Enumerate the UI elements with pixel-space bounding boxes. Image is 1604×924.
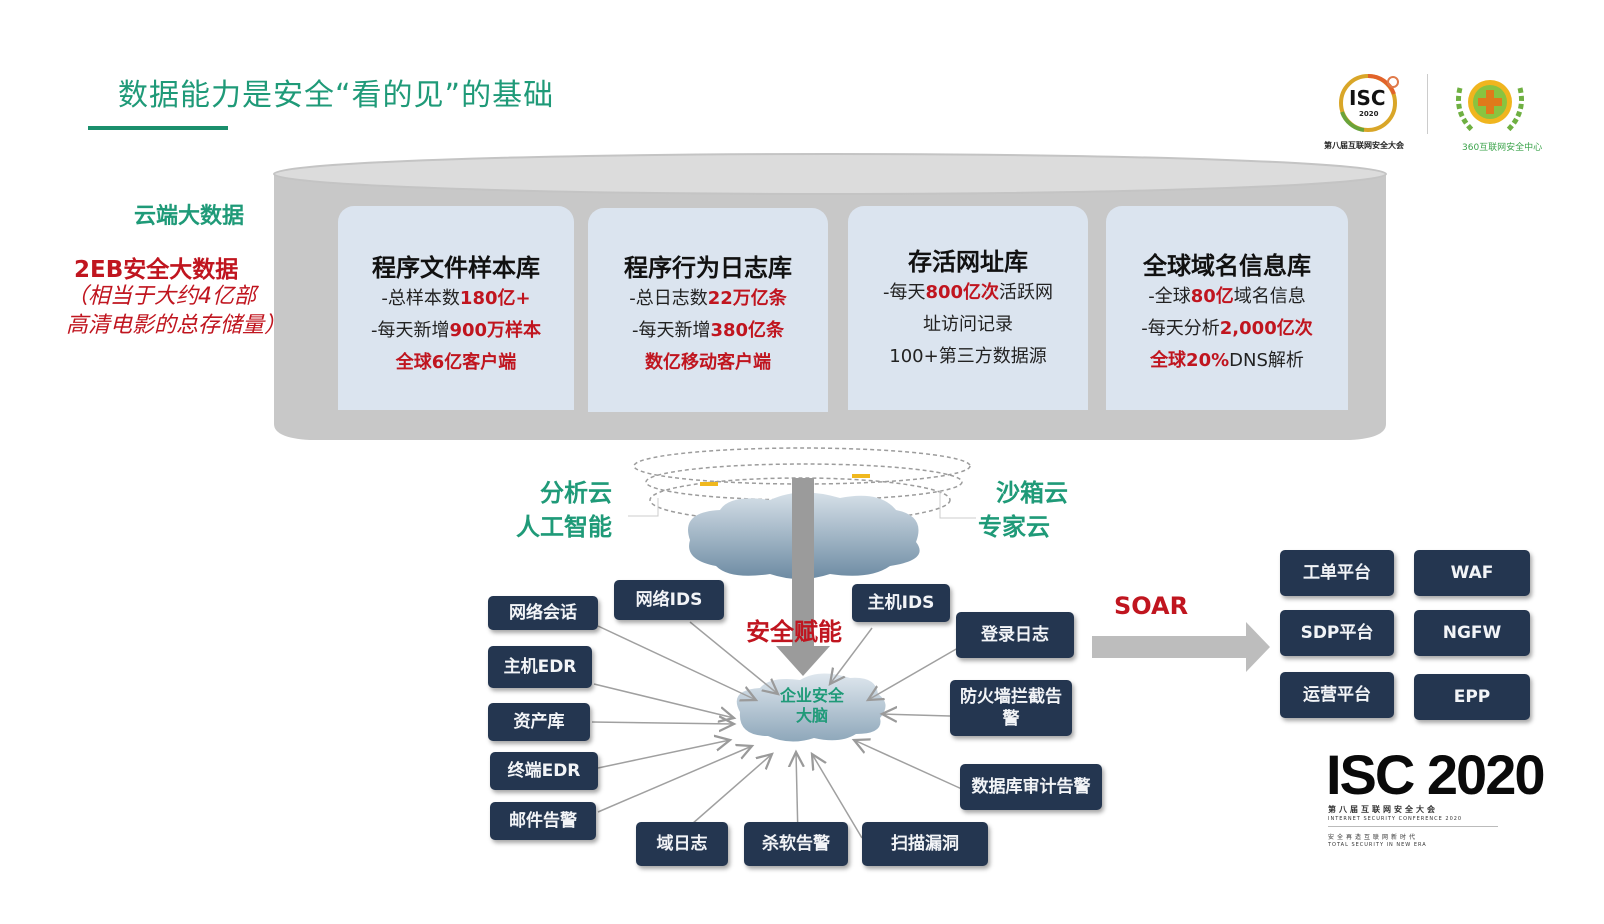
db-line: -每天新增900万样本: [370, 320, 542, 341]
db-card-title: 程序文件样本库: [372, 254, 540, 282]
source-av-alert[interactable]: 杀软告警: [744, 822, 848, 866]
target-ticket-platform[interactable]: 工单平台: [1280, 550, 1394, 596]
isc-logo: ISC 2020: [1334, 72, 1404, 142]
source-vuln-scan[interactable]: 扫描漏洞: [862, 822, 988, 866]
big-data-note: （相当于大约4亿部高清电影的总存储量）: [66, 284, 287, 338]
db-line: -每天新增380亿条: [631, 320, 785, 341]
db-line: 数亿移动客户端: [645, 352, 771, 373]
isc-sub-en: INTERNET SECURITY CONFERENCE 2020: [1328, 816, 1463, 822]
db-line: -每天800亿次活跃网: [882, 282, 1054, 303]
db-line: -全球80亿域名信息: [1148, 286, 1306, 307]
source-login-log[interactable]: 登录日志: [956, 612, 1074, 658]
360-shield-icon: [1450, 68, 1530, 144]
db-card-sample: 程序文件样本库 -总样本数180亿+ -每天新增900万样本 全球6亿客户端: [338, 206, 574, 410]
db-card-title: 存活网址库: [908, 248, 1028, 276]
isc-sub-slogan-en: TOTAL SECURITY IN NEW ERA: [1328, 842, 1427, 848]
db-line: 全球20%DNS解析: [1150, 350, 1304, 371]
expert-cloud-label: 专家云: [978, 513, 1050, 541]
source-endpoint-edr[interactable]: 终端EDR: [490, 752, 598, 790]
big-data-headline: 2EB安全大数据: [74, 257, 239, 283]
security-brain-label: 企业安全 大脑: [752, 686, 872, 726]
title-underline: [88, 126, 228, 130]
security-empower-label: 安全赋能: [746, 618, 842, 646]
source-mail-alert[interactable]: 邮件告警: [490, 802, 596, 840]
isc-badge-year: 2020: [1359, 110, 1379, 118]
db-line: -总日志数22万亿条: [629, 288, 787, 309]
source-asset-db[interactable]: 资产库: [488, 703, 590, 741]
logo-divider: [1427, 74, 1428, 134]
db-line: 100+第三方数据源: [889, 346, 1047, 367]
source-network-session[interactable]: 网络会话: [488, 596, 598, 630]
target-epp[interactable]: EPP: [1414, 674, 1530, 720]
isc-sub-cn: 第八届互联网安全大会: [1328, 805, 1438, 814]
cloud-big-data-label: 云端大数据: [134, 204, 245, 229]
source-host-edr[interactable]: 主机EDR: [488, 646, 592, 688]
isc-sub-divider: [1328, 826, 1498, 827]
db-card-domain: 全球域名信息库 -全球80亿域名信息 -每天分析2,000亿次 全球20%DNS…: [1106, 206, 1348, 410]
source-domain-log[interactable]: 域日志: [636, 822, 728, 866]
db-line: -总样本数180亿+: [381, 288, 531, 309]
isc-badge-text: ISC: [1349, 86, 1386, 110]
db-line: -每天分析2,000亿次: [1141, 318, 1313, 339]
db-card-live-url: 存活网址库 -每天800亿次活跃网 址访问记录 100+第三方数据源: [848, 206, 1088, 410]
db-card-title: 程序行为日志库: [624, 254, 792, 282]
source-db-audit[interactable]: 数据库审计告警: [960, 764, 1102, 810]
target-ngfw[interactable]: NGFW: [1414, 610, 1530, 656]
db-line: 全球6亿客户端: [395, 352, 517, 373]
360-center-caption: 360互联网安全中心: [1462, 143, 1543, 153]
target-sdp-platform[interactable]: SDP平台: [1280, 610, 1394, 656]
brain-label-line: 大脑: [795, 706, 828, 725]
soar-label: SOAR: [1114, 592, 1189, 620]
sandbox-cloud-label: 沙箱云: [996, 479, 1068, 507]
orbit-highlight: [852, 474, 870, 478]
db-card-behavior-log: 程序行为日志库 -总日志数22万亿条 -每天新增380亿条 数亿移动客户端: [588, 208, 828, 412]
target-ops-platform[interactable]: 运营平台: [1280, 672, 1394, 718]
analysis-cloud-label: 分析云: [540, 479, 612, 507]
slide-title: 数据能力是安全“看的见”的基础: [118, 78, 555, 113]
isc-sub-slogan-cn: 安全再造互联网新时代: [1328, 834, 1419, 841]
source-firewall-alert[interactable]: 防火墙拦截告警: [950, 680, 1072, 736]
source-network-ids[interactable]: 网络IDS: [614, 580, 724, 620]
source-host-ids[interactable]: 主机IDS: [852, 584, 950, 622]
db-card-title: 全球域名信息库: [1143, 252, 1311, 280]
target-waf[interactable]: WAF: [1414, 550, 1530, 596]
brain-label-line: 企业安全: [779, 686, 844, 705]
ai-label: 人工智能: [516, 513, 612, 541]
db-line: 址访问记录: [923, 314, 1013, 335]
orbit-highlight: [700, 482, 718, 486]
isc-2020-wordmark: ISC 2020: [1326, 743, 1545, 806]
isc-caption: 第八届互联网安全大会: [1324, 141, 1404, 150]
